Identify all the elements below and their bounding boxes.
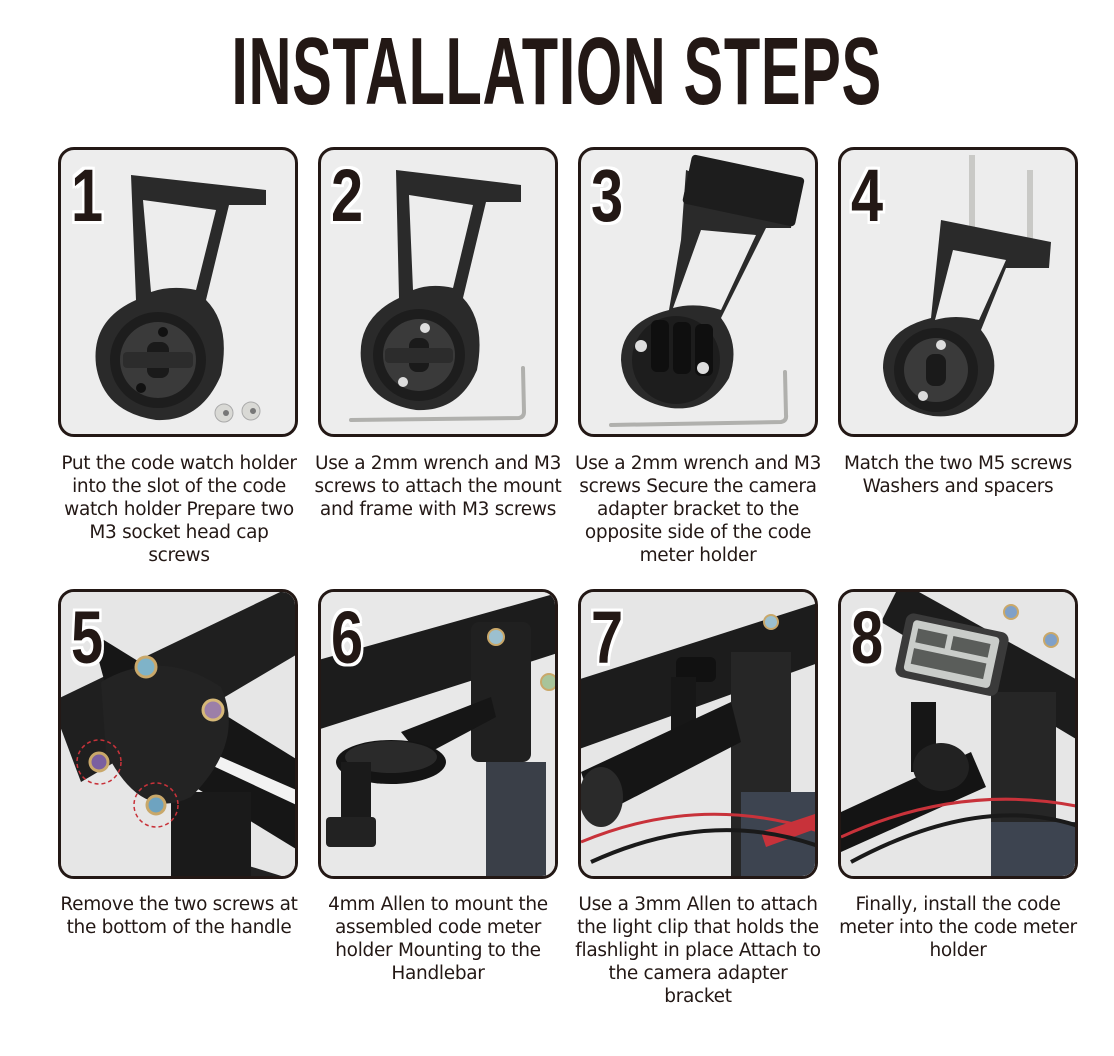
step-number: 3 — [591, 154, 624, 237]
page-title-text: INSTALLATION STEPS — [231, 18, 883, 125]
mount-holder-with-m5-screws-image — [883, 155, 1051, 417]
step-5-caption: Remove the two screws at the bottom of t… — [60, 894, 298, 938]
step-2-caption: Use a 2mm wrench and M3 screws to attach… — [314, 453, 562, 520]
step-8-panel: 8 — [838, 589, 1078, 879]
holder-on-handlebar-photo — [321, 592, 555, 876]
page-title: INSTALLATION STEPS — [0, 22, 1114, 122]
step-4-caption: Match the two M5 screws Washers and spac… — [843, 453, 1073, 497]
code-meter-installed-photo — [841, 592, 1075, 876]
step-number: 5 — [71, 596, 104, 679]
step-6-panel: 6 — [318, 589, 558, 879]
step-7-panel: 7 — [578, 589, 818, 879]
step-3-panel: 3 — [578, 147, 818, 437]
step-5-panel: 5 — [58, 589, 298, 879]
step-number: 7 — [591, 596, 624, 679]
step-7-caption: Use a 3mm Allen to attach the light clip… — [575, 894, 821, 1007]
step-3-caption: Use a 2mm wrench and M3 screws Secure th… — [574, 453, 822, 566]
mount-holder-with-camera-adapter-image — [609, 154, 805, 427]
step-number: 1 — [71, 154, 104, 237]
step-number: 6 — [331, 596, 364, 679]
step-8-caption: Finally, install the code meter into the… — [839, 894, 1077, 961]
step-4-panel: 4 — [838, 147, 1078, 437]
mount-holder-image — [95, 175, 266, 423]
step-number: 2 — [331, 154, 364, 237]
step-1-caption: Put the code watch holder into the slot … — [61, 453, 297, 566]
stem-screws-photo — [61, 592, 295, 876]
mount-holder-with-wrench-image — [349, 170, 527, 422]
step-6-caption: 4mm Allen to mount the assembled code me… — [328, 894, 548, 984]
step-number: 4 — [851, 154, 884, 237]
step-1-panel: 1 — [58, 147, 298, 437]
step-number: 8 — [851, 596, 884, 679]
flashlight-clip-photo — [581, 592, 815, 876]
step-2-panel: 2 — [318, 147, 558, 437]
